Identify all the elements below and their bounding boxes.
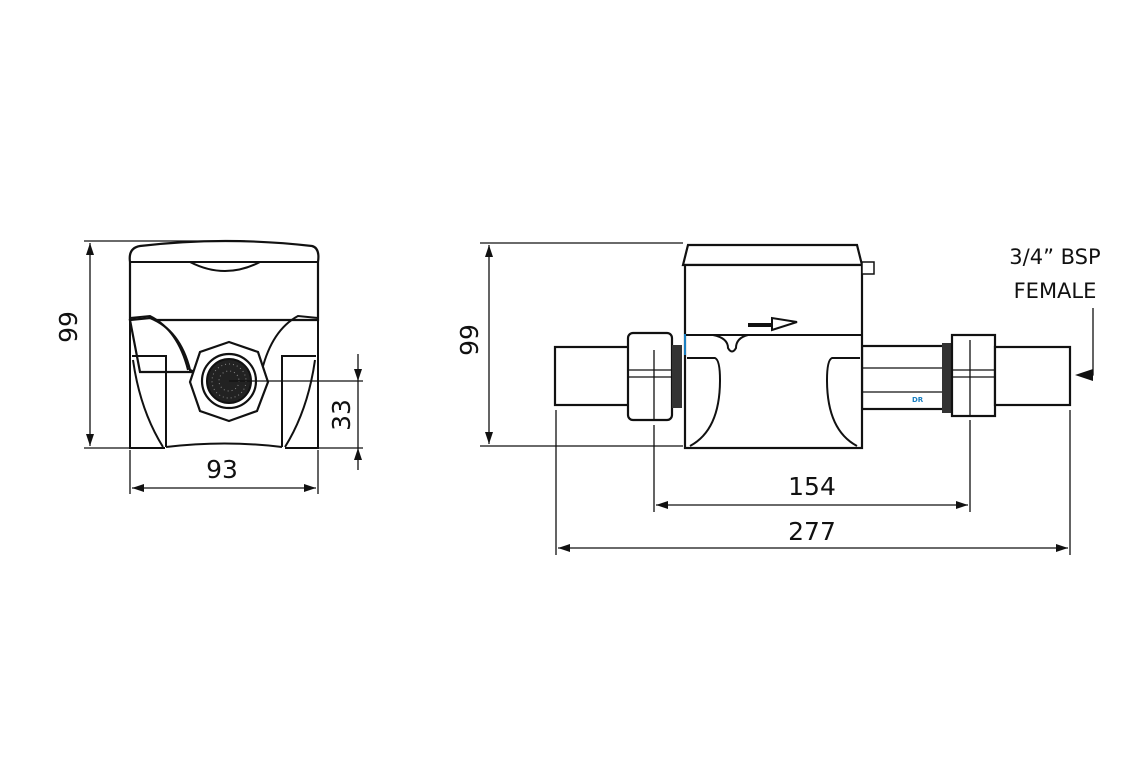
side-view: DR 99 154 277 3/4” BSP FEMALE <box>455 242 1101 555</box>
right-pipe <box>993 345 1072 407</box>
left-pipe <box>553 345 632 407</box>
body-length-dim: 154 <box>788 472 836 501</box>
connection-label-line2: FEMALE <box>1014 279 1097 303</box>
front-width-dim: 93 <box>206 455 238 484</box>
side-height-dim: 99 <box>455 324 484 356</box>
front-view: 99 93 33 <box>54 239 363 494</box>
meter-body <box>681 243 875 450</box>
connection-label-line1: 3/4” BSP <box>1009 245 1100 269</box>
flow-arrow-icon <box>748 316 798 332</box>
front-height-dim: 99 <box>54 311 83 343</box>
overall-length-dim: 277 <box>788 517 836 546</box>
leader-arrow-icon <box>1075 369 1093 381</box>
right-coupling <box>860 344 948 411</box>
connector-height-dim: 33 <box>327 399 356 431</box>
logo: DR <box>912 396 924 404</box>
right-nut <box>950 333 997 418</box>
